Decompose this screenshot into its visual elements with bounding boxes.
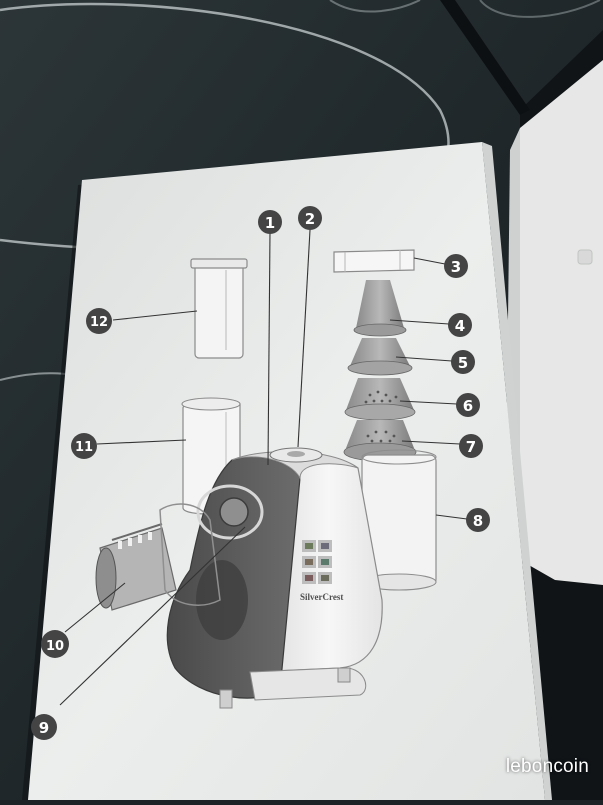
callout-6: 6 xyxy=(456,393,480,417)
svg-text:4: 4 xyxy=(455,317,465,335)
second-booklet-page xyxy=(520,60,603,585)
part-4-cone xyxy=(356,280,404,328)
callout-2: 2 xyxy=(298,206,322,230)
callout-8: 8 xyxy=(466,508,490,532)
callout-9: 9 xyxy=(31,714,57,740)
part-8-container xyxy=(361,449,437,591)
callout-11: 11 xyxy=(71,433,97,459)
svg-text:6: 6 xyxy=(463,397,473,415)
svg-text:3: 3 xyxy=(451,258,461,276)
callout-7: 7 xyxy=(459,434,483,458)
svg-text:2: 2 xyxy=(305,210,315,228)
part-10-drum xyxy=(95,503,221,611)
part-6-cone xyxy=(346,378,414,410)
svg-text:8: 8 xyxy=(473,512,483,530)
svg-text:5: 5 xyxy=(458,354,468,372)
callout-badges: 1 2 3 4 5 6 7 8 9 10 11 12 xyxy=(31,206,490,740)
part-12-small-pusher xyxy=(190,258,248,359)
callout-lines xyxy=(59,229,468,706)
callout-5: 5 xyxy=(451,350,475,374)
callout-12: 12 xyxy=(86,308,112,334)
svg-text:1: 1 xyxy=(265,214,275,232)
callout-4: 4 xyxy=(448,313,472,337)
svg-text:12: 12 xyxy=(90,315,108,330)
callout-10: 10 xyxy=(41,630,69,658)
callout-1: 1 xyxy=(258,210,282,234)
part-7-cone xyxy=(346,420,414,448)
svg-text:11: 11 xyxy=(75,440,93,455)
brand-label: SilverCrest xyxy=(300,592,343,602)
callout-3: 3 xyxy=(444,254,468,278)
function-icon-panel xyxy=(302,540,332,584)
appliance-body: SilverCrest xyxy=(166,447,383,709)
part-3-cap xyxy=(333,249,415,273)
svg-text:7: 7 xyxy=(466,438,476,456)
svg-text:9: 9 xyxy=(39,719,49,737)
part-5-cone xyxy=(350,338,410,366)
svg-text:10: 10 xyxy=(46,639,64,654)
part-2-switch xyxy=(287,451,305,457)
watermark: leboncoin xyxy=(505,756,589,777)
